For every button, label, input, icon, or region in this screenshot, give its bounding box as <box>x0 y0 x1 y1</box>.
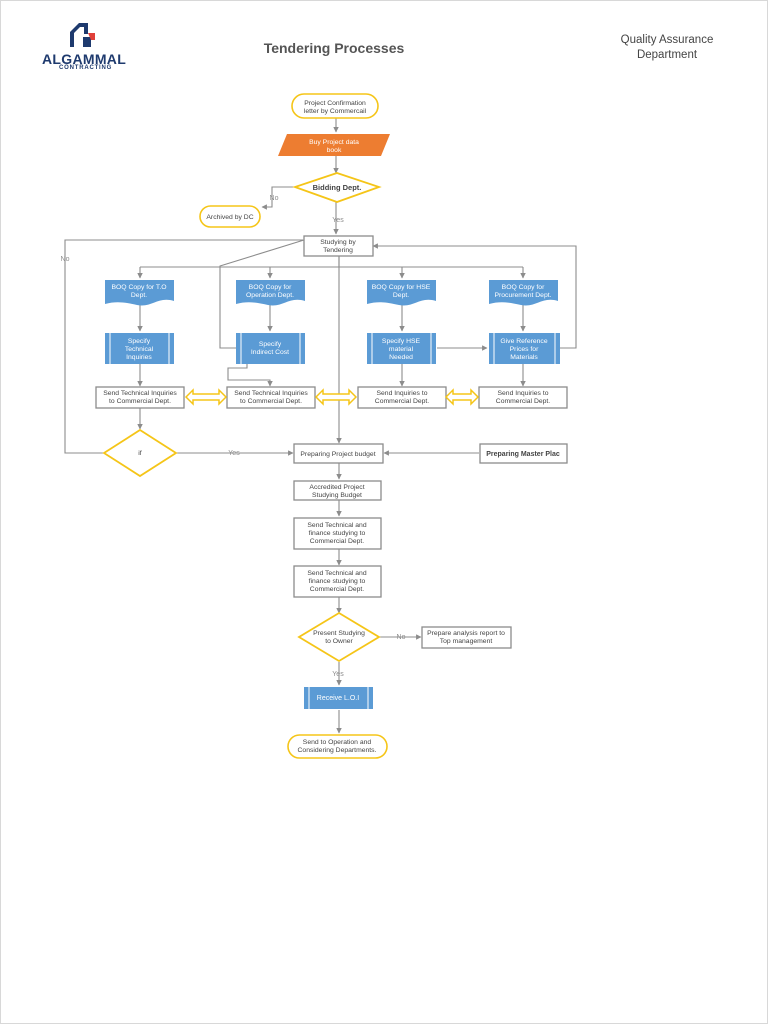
send-tech-finance-1-label-2: finance studying to <box>309 530 366 537</box>
end-label-2: Considering Departments. <box>298 747 377 754</box>
present-to-owner-label-1: Present Studying <box>313 630 365 637</box>
boq-hse-label-1: BOQ Copy for HSE <box>372 284 431 291</box>
label-yes-if: Yes <box>228 450 240 457</box>
send-inquiries-box-2: Send Inquiries to Commercial Dept. <box>478 386 568 409</box>
bidding-dept-decision: Bidding Dept. <box>292 172 382 203</box>
archived-by-dc-label: Archived by DC <box>206 214 253 221</box>
give-reference-process: Give Reference Prices for Materials <box>489 333 560 364</box>
give-reference-label-1: Give Reference <box>500 338 547 345</box>
send-technical-1-label-2: to Commercial Dept. <box>109 398 171 405</box>
label-no-owner: No <box>397 634 406 641</box>
boq-hse-document: BOQ Copy for HSE Dept. <box>367 280 436 306</box>
present-to-owner-decision: Present Studying to Owner <box>297 611 381 663</box>
send-inquiries-2-label-2: Commercial Dept. <box>496 398 551 405</box>
present-to-owner-label-2: to Owner <box>325 638 353 645</box>
accredited-budget-label-2: Studying Budget <box>312 492 362 499</box>
buy-data-book-parallelogram: Buy Project data book <box>278 134 390 156</box>
double-arrow-icon <box>314 388 358 406</box>
send-tech-finance-box-1: Send Technical and finance studying to C… <box>293 517 382 550</box>
label-yes-bidding: Yes <box>332 217 344 224</box>
page-title: Tendering Processes <box>263 40 405 56</box>
specify-technical-process: Specify Technical Inquiries <box>105 333 174 364</box>
department-line-1: Quality Assurance <box>620 34 714 46</box>
specify-hse-label-2: material <box>389 346 414 353</box>
buy-data-book-label-2: book <box>327 147 342 154</box>
specify-hse-process: Specify HSE material Needed <box>367 333 436 364</box>
specify-indirect-label-1: Specify <box>259 341 282 348</box>
connector-lines <box>64 118 577 734</box>
boq-procurement-label-1: BOQ Copy for <box>502 284 545 291</box>
send-technical-2-label-2: to Commercial Dept. <box>240 398 302 405</box>
boq-to-document: BOQ Copy for T.O Dept. <box>105 280 174 306</box>
preparing-master-plan-box: Preparing Master Plac <box>479 443 568 464</box>
studying-label-1: Studying by <box>320 239 356 246</box>
send-technical-2-label-1: Send Technical Inquiries <box>234 390 308 397</box>
bidding-dept-label: Bidding Dept. <box>313 183 362 192</box>
boq-procurement-document: BOQ Copy for Procurement Dept. <box>489 280 558 306</box>
boq-to-label-2: Dept. <box>131 292 147 299</box>
buy-data-book-label-1: Buy Project data <box>309 139 359 146</box>
specify-hse-label-1: Specify HSE <box>382 338 421 345</box>
specify-indirect-process: Specify Indirect Cost <box>236 333 305 364</box>
specify-hse-label-3: Needed <box>389 354 413 361</box>
specify-indirect-label-2: Indirect Cost <box>251 349 289 356</box>
specify-technical-label-3: Inquiries <box>126 354 152 361</box>
send-tech-finance-1-label-3: Commercial Dept. <box>310 538 364 545</box>
start-label-2: letter by Commercail <box>304 108 367 115</box>
boq-operation-label-2: Operation Dept. <box>246 292 294 299</box>
prepare-analysis-label-1: Prepare analysis report to <box>427 630 505 637</box>
end-label-1: Send to Operation and <box>303 739 372 746</box>
send-tech-finance-2-label-2: finance studying to <box>309 578 366 585</box>
send-tech-finance-1-label-1: Send Technical and <box>307 522 366 529</box>
send-tech-finance-2-label-1: Send Technical and <box>307 570 366 577</box>
accredited-budget-box: Accredited Project Studying Budget <box>293 480 382 501</box>
preparing-master-plan-label: Preparing Master Plac <box>486 451 560 458</box>
send-inquiries-1-label-2: Commercial Dept. <box>375 398 429 405</box>
send-tech-finance-box-2: Send Technical and finance studying to C… <box>293 565 382 598</box>
department-line-2: Department <box>636 49 698 61</box>
logo-tagline-text: CONTRACTING <box>59 65 113 71</box>
if-label: if <box>138 450 142 457</box>
specify-technical-label-1: Specify <box>128 338 151 345</box>
start-label-1: Project Confirmation <box>304 100 366 107</box>
logo-mark-icon <box>70 23 95 47</box>
specify-technical-label-2: Technical <box>125 346 154 353</box>
double-arrow-icon <box>184 388 228 406</box>
send-inquiries-2-label-1: Send Inquiries to <box>497 390 548 397</box>
send-inquiries-1-label-1: Send Inquiries to <box>376 390 427 397</box>
prepare-analysis-label-2: Top management <box>440 638 493 645</box>
give-reference-label-3: Materials <box>510 354 538 361</box>
boq-to-label-1: BOQ Copy for T.O <box>111 284 166 291</box>
label-yes-owner: Yes <box>332 671 344 678</box>
accredited-budget-label-1: Accredited Project <box>309 484 364 491</box>
preparing-budget-box: Preparing Project budget <box>293 443 384 464</box>
prepare-analysis-box: Prepare analysis report to Top managemen… <box>421 626 512 649</box>
receive-loi-process: Receive L.O.I <box>304 687 373 709</box>
send-technical-1-label-1: Send Technical Inquiries <box>103 390 177 397</box>
boq-procurement-label-2: Procurement Dept. <box>494 292 551 299</box>
label-no-loop: No <box>61 256 70 263</box>
send-tech-finance-2-label-3: Commercial Dept. <box>310 586 364 593</box>
double-arrow-icon <box>444 388 480 406</box>
send-inquiries-box-1: Send Inquiries to Commercial Dept. <box>357 386 447 409</box>
start-terminator: Project Confirmation letter by Commercai… <box>291 93 379 119</box>
studying-by-tendering-box: Studying by Tendering <box>303 235 374 257</box>
boq-hse-label-2: Dept. <box>393 292 409 299</box>
studying-label-2: Tendering <box>323 247 353 254</box>
receive-loi-label: Receive L.O.I <box>317 695 359 702</box>
if-decision: if <box>102 428 178 478</box>
archived-by-dc-terminator: Archived by DC <box>199 205 261 228</box>
give-reference-label-2: Prices for <box>510 346 539 353</box>
department-label: Quality Assurance Department <box>600 33 734 63</box>
logo-brand-text: ALGAMMAL <box>42 51 127 67</box>
boq-operation-document: BOQ Copy for Operation Dept. <box>236 280 305 306</box>
label-no-bidding: No <box>270 195 279 202</box>
send-technical-box-1: Send Technical Inquiries to Commercial D… <box>95 386 185 409</box>
end-terminator: Send to Operation and Considering Depart… <box>287 734 388 759</box>
send-technical-box-2: Send Technical Inquiries to Commercial D… <box>226 386 316 409</box>
preparing-budget-label: Preparing Project budget <box>300 451 375 458</box>
boq-operation-label-1: BOQ Copy for <box>249 284 292 291</box>
